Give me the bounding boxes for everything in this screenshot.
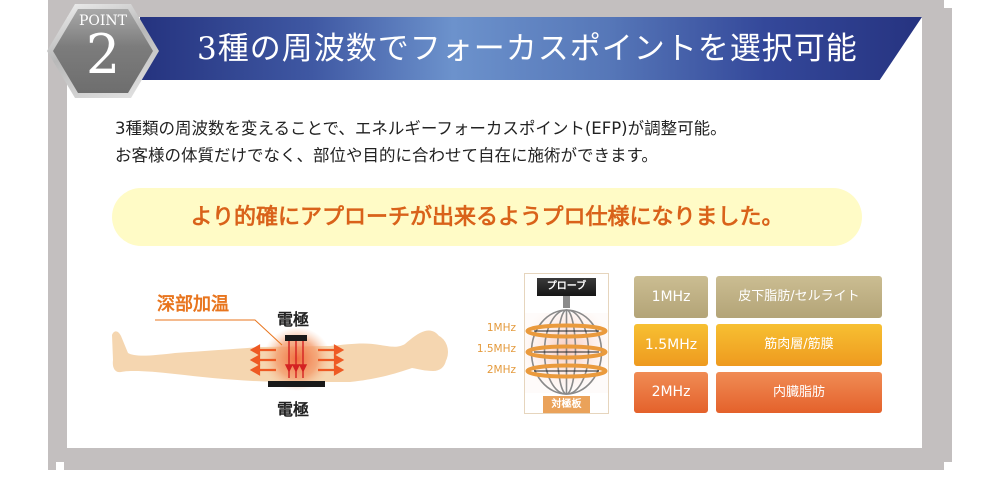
frame-corner-notch (56, 462, 64, 470)
table-cell-frequency: 1.5MHz (634, 324, 708, 366)
frequency-label: 1MHz (486, 322, 516, 334)
probe-globe-icon (525, 296, 608, 395)
badge-number: 2 (85, 23, 121, 86)
callout-box (112, 188, 862, 246)
electrode-plate-icon (285, 335, 307, 341)
description-line: 3種類の周波数を変えることで、エネルギーフォーカスポイント(EFP)が調整可能。 (115, 119, 727, 138)
counter-plate-label: 対極板 (543, 396, 590, 413)
table-cell-target: 筋肉層/筋膜 (716, 324, 882, 366)
electrode-bottom-label: 電極 (277, 400, 310, 419)
current-arrow-icon (284, 341, 308, 378)
electrode-plate-icon (268, 381, 325, 387)
table-cell-frequency: 2MHz (634, 372, 708, 413)
badge-label: POINT (78, 13, 127, 29)
leader-line (155, 319, 283, 346)
table-cell-frequency: 1MHz (634, 276, 708, 318)
description: 3種類の周波数を変えることで、エネルギーフォーカスポイント(EFP)が調整可能。… (115, 115, 727, 169)
table-cell-target: 内臓脂肪 (716, 372, 882, 413)
deep-heating-label: 深部加温 (157, 294, 229, 315)
frequency-label: 2MHz (486, 364, 516, 376)
heat-arrow-icon (249, 344, 345, 376)
frame-corner-notch (944, 0, 1000, 8)
description-line: お客様の体質だけでなく、部位や目的に合わせて自在に施術ができます。 (115, 146, 658, 165)
body-illustration (112, 319, 448, 391)
frequency-label: 1.5MHz (476, 343, 516, 355)
table-cell-target: 皮下脂肪/セルライト (716, 276, 882, 318)
electrode-top-label: 電極 (277, 310, 310, 329)
frame-top-edge (48, 0, 944, 17)
frame-corner-notch (944, 462, 952, 470)
probe-label: プローブ (537, 278, 596, 296)
callout-text: より的確にアプローチが出来るようプロ仕様になりました。 (190, 204, 784, 230)
page-title: 3種の周波数でフォーカスポイントを選択可能 (197, 31, 858, 67)
title-banner (140, 17, 922, 80)
